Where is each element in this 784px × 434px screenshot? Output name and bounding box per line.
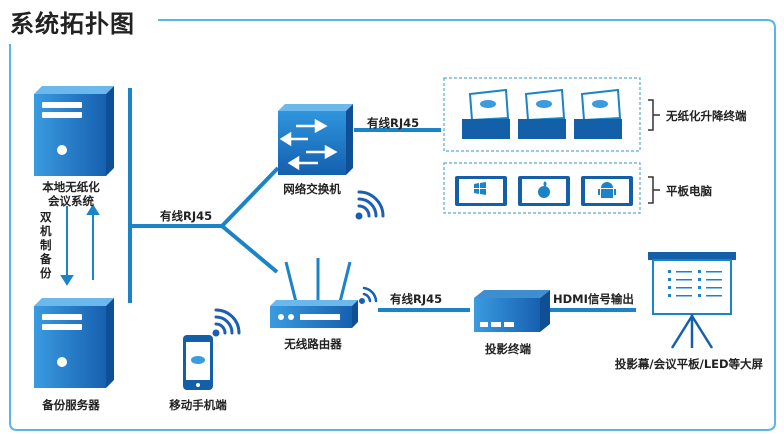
wired-router-label: 有线RJ45	[390, 292, 443, 306]
lift-terminal-icon	[518, 88, 566, 139]
wired-switch-label: 有线RJ45	[367, 116, 420, 130]
local-server-label: 本地无纸化 会议系统	[42, 180, 100, 208]
wifi-icon	[359, 286, 378, 304]
apple-icon	[518, 176, 570, 206]
mobile-phone-icon	[183, 335, 213, 390]
bracket-tablet	[648, 176, 660, 204]
lift-terminal-group	[443, 77, 641, 152]
hdmi-label: HDMI信号输出	[553, 292, 634, 306]
branch-to-switch	[220, 166, 280, 228]
branch-to-router	[220, 224, 279, 274]
projector-screen-icon	[648, 252, 736, 349]
projection-terminal-icon	[474, 290, 550, 332]
outer-frame	[9, 19, 776, 431]
wifi-icon	[212, 308, 241, 337]
dual-backup-label: 双机制备份	[40, 210, 52, 280]
screen-label: 投影幕/会议平板/LED等大屏	[614, 357, 764, 371]
tablet-label: 平板电脑	[666, 184, 712, 198]
wired-left-label: 有线RJ45	[160, 209, 213, 223]
network-switch-icon	[278, 104, 353, 175]
lift-terminal-label: 无纸化升降终端	[666, 109, 747, 123]
backup-arrows-icon	[60, 204, 100, 286]
wireless-router-label: 无线路由器	[284, 337, 342, 351]
wifi-icon	[355, 190, 385, 220]
lift-terminal-icon	[462, 88, 510, 139]
lift-terminal-icon	[574, 88, 622, 139]
android-icon	[581, 176, 633, 206]
backup-server-label: 备份服务器	[42, 398, 100, 412]
local-server-icon	[34, 86, 114, 176]
windows-icon	[455, 176, 507, 206]
tablet-group	[443, 162, 641, 214]
mobile-label: 移动手机端	[169, 398, 227, 412]
wireless-router-icon	[270, 258, 358, 328]
diagram-title: 系统拓扑图	[10, 10, 135, 38]
backup-server-icon	[34, 298, 114, 388]
projection-terminal-label: 投影终端	[485, 342, 531, 356]
bracket-lift	[648, 99, 660, 131]
network-switch-label: 网络交换机	[283, 182, 341, 196]
